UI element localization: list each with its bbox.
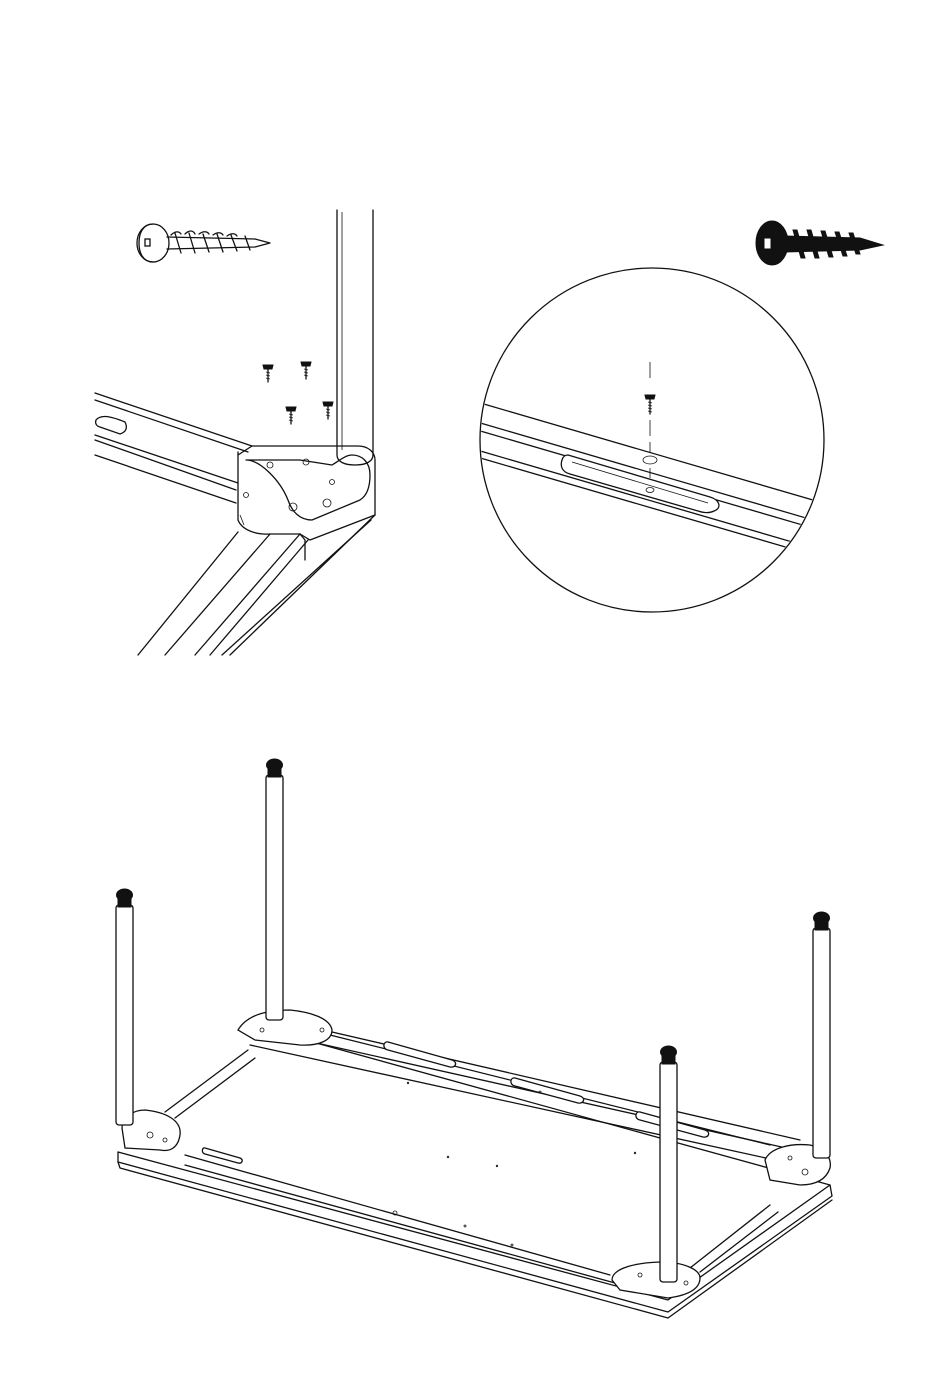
table-leg (266, 759, 283, 1020)
table-leg (813, 912, 830, 1158)
table-leg (116, 889, 133, 1125)
table-leg (660, 1046, 677, 1282)
